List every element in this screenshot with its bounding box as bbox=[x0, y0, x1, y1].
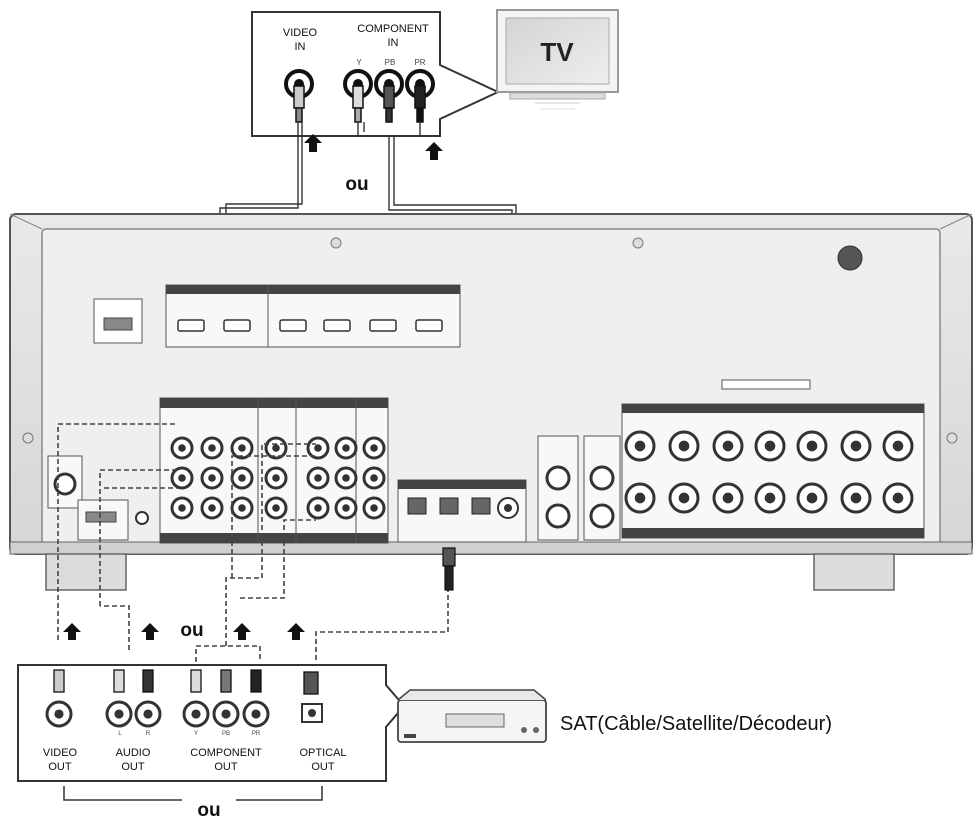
or-label-middle: ou bbox=[180, 620, 203, 641]
speaker-terminal bbox=[756, 484, 784, 512]
tv-illustration: TV bbox=[497, 10, 618, 109]
speaker-terminal bbox=[670, 484, 698, 512]
rca-jack bbox=[308, 468, 328, 488]
or-label-top: ou bbox=[345, 174, 368, 195]
sat-rca-jack bbox=[214, 702, 238, 726]
speaker-terminal-section bbox=[622, 380, 924, 538]
speaker-terminal bbox=[842, 484, 870, 512]
tv-input-panel: VIDEO IN COMPONENT IN Y PB PR bbox=[252, 12, 498, 160]
av-jack-section bbox=[160, 398, 388, 543]
speaker-terminal bbox=[626, 432, 654, 460]
sat-rca-jack bbox=[47, 702, 71, 726]
sat-pin-y: Y bbox=[194, 731, 198, 737]
component-in-label-2: IN bbox=[388, 37, 399, 49]
component-out-label-1: COMPONENT bbox=[190, 747, 262, 759]
component-out-label-2: OUT bbox=[214, 761, 238, 773]
rca-jack bbox=[266, 498, 286, 518]
sat-pin-r: R bbox=[146, 731, 151, 737]
rca-jack bbox=[202, 438, 222, 458]
rca-jack bbox=[336, 438, 356, 458]
tv-pin-pr: PR bbox=[414, 58, 425, 67]
sat-rca-jack bbox=[107, 702, 131, 726]
rca-jack bbox=[336, 498, 356, 518]
video-in-label-1: VIDEO bbox=[283, 27, 318, 39]
rca-jack bbox=[232, 438, 252, 458]
or-bracket-bottom bbox=[64, 786, 322, 800]
video-in-label-2: IN bbox=[295, 41, 306, 53]
or-label-bottom: ou bbox=[197, 800, 220, 820]
tv-pin-pb: PB bbox=[385, 58, 396, 67]
speaker-terminal bbox=[884, 432, 912, 460]
rca-jack bbox=[364, 468, 384, 488]
speaker-terminal bbox=[714, 484, 742, 512]
rca-jack bbox=[364, 498, 384, 518]
rca-jack bbox=[202, 498, 222, 518]
rca-jack bbox=[308, 438, 328, 458]
sat-rca-jack bbox=[184, 702, 208, 726]
optical-section bbox=[398, 480, 526, 542]
sat-pin-pr: PR bbox=[252, 731, 261, 737]
tv-pin-y: Y bbox=[356, 58, 362, 67]
sat-output-panel: L R Y PB PR VIDEO OUT AUDIO OUT COMPONEN… bbox=[18, 665, 404, 781]
sat-receiver-device bbox=[398, 690, 546, 742]
audio-out-label-2: OUT bbox=[121, 761, 145, 773]
rca-jack bbox=[266, 468, 286, 488]
tv-label: TV bbox=[540, 37, 574, 67]
speaker-terminal bbox=[670, 432, 698, 460]
rca-jack bbox=[172, 498, 192, 518]
sat-device-label: SAT(Câble/Satellite/Décodeur) bbox=[560, 713, 832, 735]
right-foot bbox=[814, 554, 894, 590]
video-out-label-2: OUT bbox=[48, 761, 72, 773]
power-cord-inlet bbox=[838, 246, 862, 270]
speaker-terminal bbox=[756, 432, 784, 460]
video-out-label-1: VIDEO bbox=[43, 747, 78, 759]
optical-out-label-2: OUT bbox=[311, 761, 335, 773]
component-in-label-1: COMPONENT bbox=[357, 23, 429, 35]
rca-jack bbox=[172, 468, 192, 488]
optical-plug bbox=[443, 548, 455, 590]
tv-component-up-arrow bbox=[425, 142, 443, 160]
rca-jack bbox=[172, 438, 192, 458]
rca-jack bbox=[232, 498, 252, 518]
rca-jack bbox=[308, 498, 328, 518]
speaker-terminal bbox=[884, 484, 912, 512]
sat-rca-jack bbox=[244, 702, 268, 726]
rca-jack bbox=[202, 468, 222, 488]
rca-jack bbox=[336, 468, 356, 488]
speaker-terminal bbox=[626, 484, 654, 512]
speaker-terminal bbox=[798, 484, 826, 512]
rca-jack bbox=[266, 438, 286, 458]
av-receiver-rear-panel bbox=[10, 214, 972, 590]
audio-out-label-1: AUDIO bbox=[116, 747, 151, 759]
speaker-terminal bbox=[842, 432, 870, 460]
rca-jack-grid bbox=[172, 438, 384, 518]
speaker-terminal bbox=[798, 432, 826, 460]
speaker-terminal bbox=[714, 432, 742, 460]
rca-jack bbox=[232, 468, 252, 488]
sat-pin-pb: PB bbox=[222, 731, 230, 737]
sat-rca-jack bbox=[136, 702, 160, 726]
optical-out-label-1: OPTICAL bbox=[299, 747, 346, 759]
rca-jack bbox=[364, 438, 384, 458]
